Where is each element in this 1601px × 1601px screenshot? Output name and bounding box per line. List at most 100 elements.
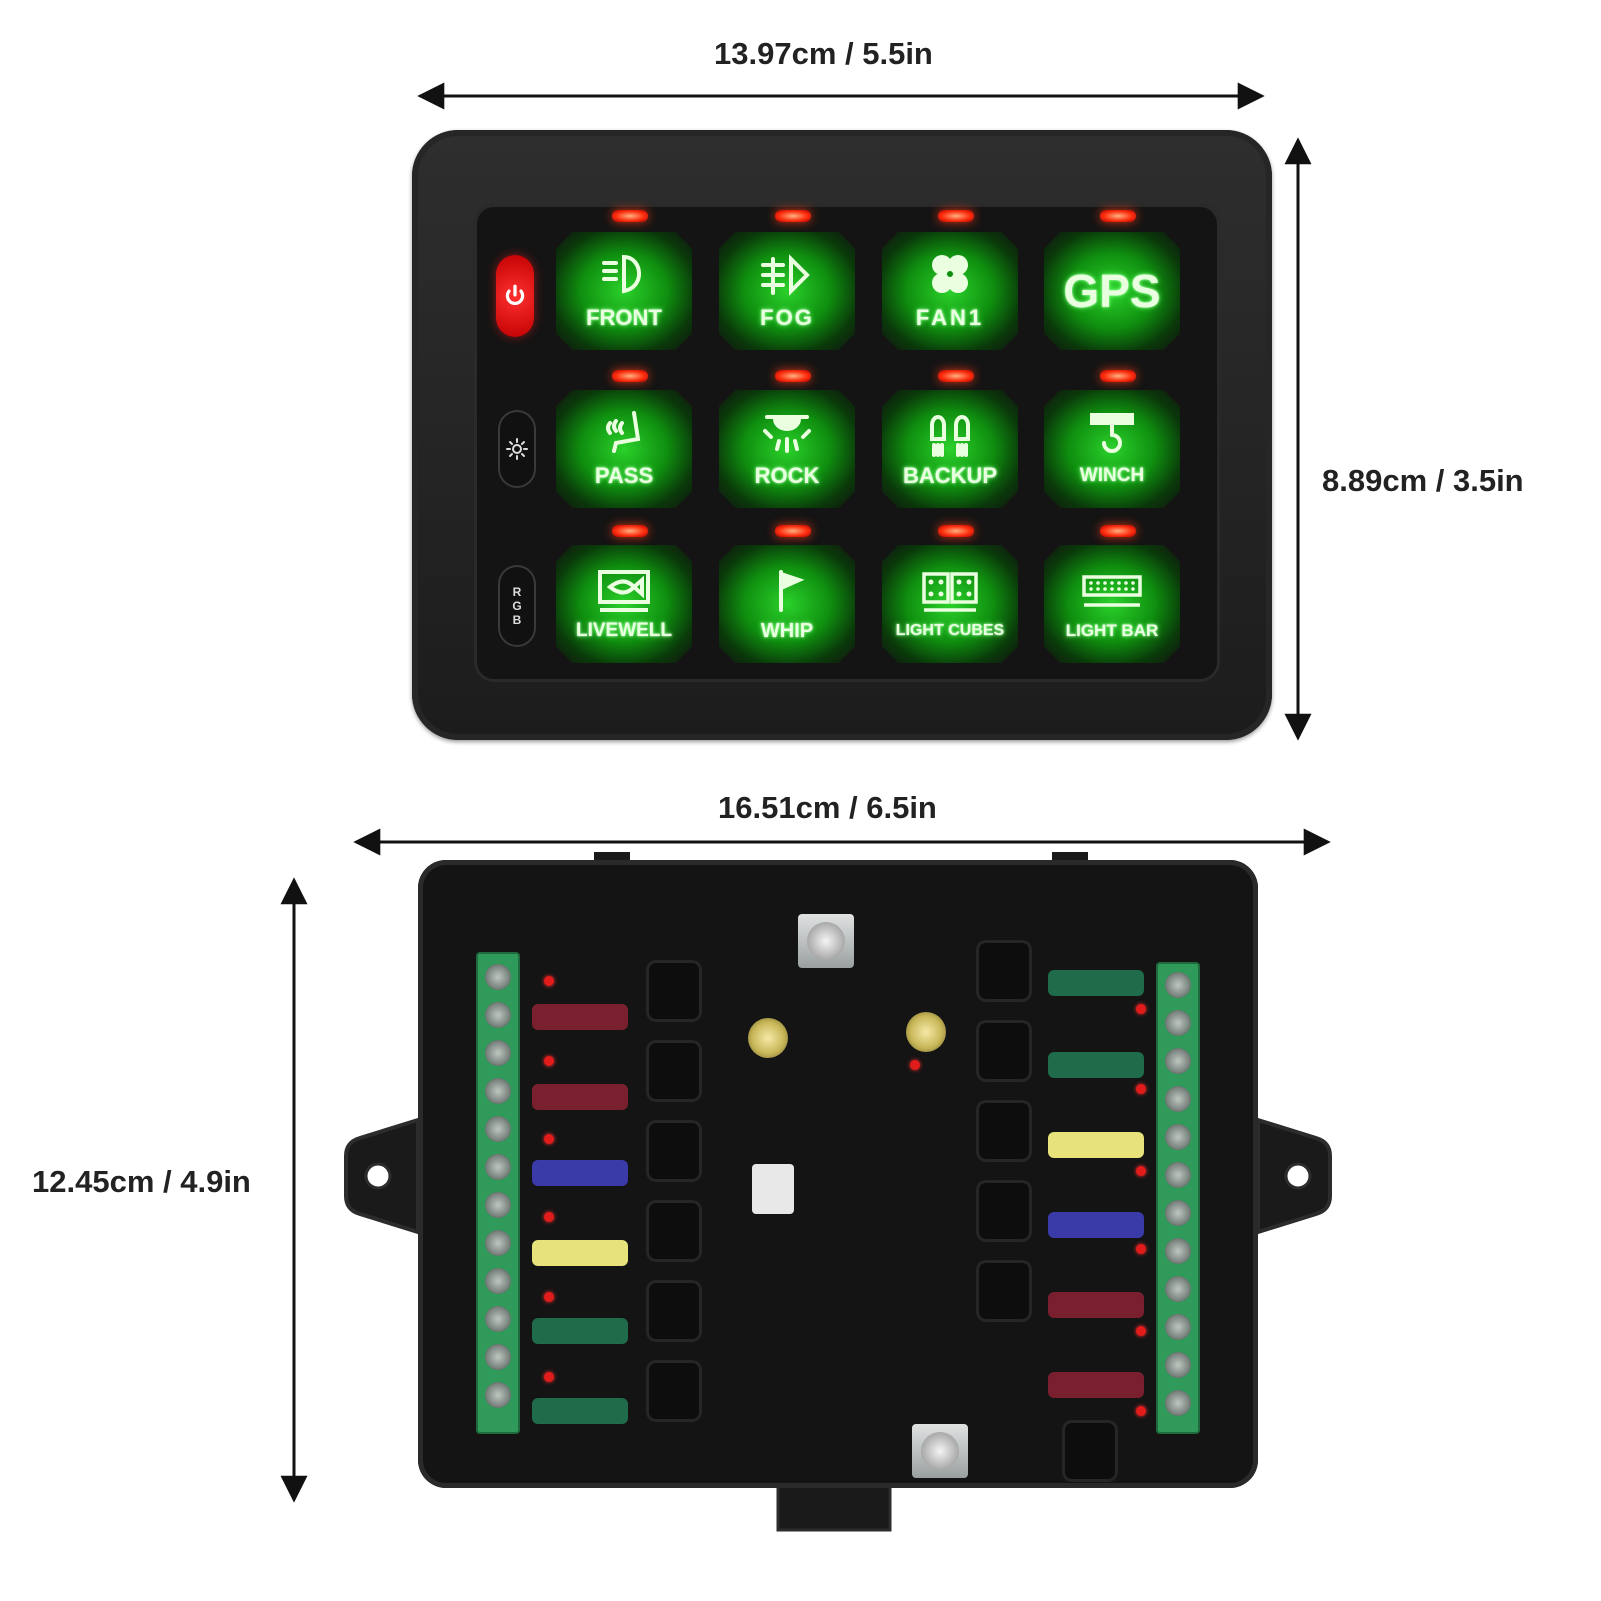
key-label: FRONT [586, 305, 662, 330]
relay-slot [976, 1180, 1032, 1242]
indicator-led [775, 525, 811, 537]
fuse-indicator-led [544, 1372, 554, 1382]
terminal-screw [485, 964, 511, 990]
key-label: LIVEWELL [575, 620, 673, 641]
indicator-led [1100, 370, 1136, 382]
relay-slot [646, 1280, 702, 1342]
key-pass[interactable]: PASS [556, 390, 692, 508]
fuse [532, 1240, 628, 1266]
indicator-led [612, 210, 648, 222]
key-front[interactable]: FRONT [556, 232, 692, 350]
key-backup[interactable]: BACKUP [882, 390, 1018, 508]
terminal-screw [1165, 972, 1191, 998]
fuse-indicator-led [1136, 1084, 1146, 1094]
key-label: FOG [760, 305, 814, 330]
top-height-label: 8.89cm / 3.5in [1322, 463, 1524, 498]
terminal-screw [485, 1382, 511, 1408]
rgb-letter-g: G [512, 599, 522, 613]
terminal-screw [485, 1344, 511, 1370]
relay-slot [976, 940, 1032, 1002]
relay-slot [646, 1040, 702, 1102]
indicator-led [775, 370, 811, 382]
fuse [532, 1160, 628, 1186]
terminal-screw [485, 1116, 511, 1142]
terminal-screw [485, 1002, 511, 1028]
power-button[interactable] [496, 255, 534, 337]
key-rock[interactable]: ROCK [719, 390, 855, 508]
key-label: BACKUP [902, 463, 998, 488]
relay-slot [976, 1020, 1032, 1082]
key-label: WHIP [760, 619, 814, 642]
fan-icon [932, 255, 968, 293]
terminal-screw [1165, 1200, 1191, 1226]
key-label: LIGHT BAR [1065, 621, 1159, 640]
terminal-screw [1165, 1124, 1191, 1150]
terminal-screw [1165, 1390, 1191, 1416]
key-light-bar[interactable]: LIGHT BAR [1044, 545, 1180, 663]
livewell-fish-icon [598, 570, 650, 612]
indicator-led [1100, 210, 1136, 222]
fuse [1048, 1132, 1144, 1158]
fuse-indicator-led [544, 1292, 554, 1302]
rock-light-icon [763, 415, 811, 453]
fuse [1048, 1372, 1144, 1398]
indicator-led [938, 210, 974, 222]
relay-slot [976, 1100, 1032, 1162]
terminal-screw [1165, 1010, 1191, 1036]
fuse [1048, 1212, 1144, 1238]
bottom-width-label: 16.51cm / 6.5in [718, 790, 937, 825]
key-light-cubes[interactable]: LIGHT CUBES [882, 545, 1018, 663]
key-gps[interactable]: GPS [1044, 232, 1180, 350]
relay-slot [976, 1260, 1032, 1322]
terminal-screw [485, 1078, 511, 1104]
power-stud-top [798, 914, 854, 968]
terminal-screw [485, 1306, 511, 1332]
indicator-led [612, 525, 648, 537]
key-fog[interactable]: FOG [719, 232, 855, 350]
fuse [1048, 1052, 1144, 1078]
terminal-screw [485, 1192, 511, 1218]
indicator-led [938, 525, 974, 537]
rgb-letter-r: R [512, 585, 522, 599]
capacitor [748, 1018, 788, 1058]
indicator-led [938, 370, 974, 382]
light-cubes-icon [922, 572, 978, 612]
bolt-icon [921, 1432, 959, 1470]
key-whip[interactable]: WHIP [719, 545, 855, 663]
brightness-button[interactable] [498, 410, 536, 488]
capacitor [906, 1012, 946, 1052]
rgb-button[interactable]: R G B [498, 565, 536, 647]
indicator-led [1100, 525, 1136, 537]
fuse-indicator-led [544, 1134, 554, 1144]
flag-icon [779, 569, 805, 612]
status-led [910, 1060, 920, 1070]
light-bar-icon [1082, 575, 1142, 607]
power-icon [505, 284, 525, 305]
relay-slot [646, 960, 702, 1022]
key-livewell[interactable]: LIVEWELL [556, 545, 692, 663]
bottom-height-label: 12.45cm / 4.9in [32, 1164, 251, 1199]
terminal-screw [1165, 1238, 1191, 1264]
backup-light-icon [930, 415, 970, 457]
headlight-icon [602, 254, 641, 294]
key-winch[interactable]: WINCH [1044, 390, 1180, 508]
key-label: LIGHT CUBES [895, 622, 1005, 639]
key-label: GPS [1063, 265, 1161, 317]
key-label: WINCH [1079, 465, 1145, 486]
connector-port [752, 1164, 794, 1214]
fuse [532, 1318, 628, 1344]
terminal-screw [485, 1268, 511, 1294]
terminal-screw [1165, 1352, 1191, 1378]
fog-light-icon [761, 254, 810, 296]
fuse [532, 1398, 628, 1424]
right-terminal-strip [1156, 962, 1200, 1434]
terminal-screw [1165, 1314, 1191, 1340]
key-fan1[interactable]: FAN1 [882, 232, 1018, 350]
relay-slot [646, 1360, 702, 1422]
terminal-screw [1165, 1048, 1191, 1074]
key-label: ROCK [754, 463, 820, 488]
fuse-indicator-led [544, 1056, 554, 1066]
bolt-icon [807, 922, 845, 960]
fuse-indicator-led [1136, 1406, 1146, 1416]
